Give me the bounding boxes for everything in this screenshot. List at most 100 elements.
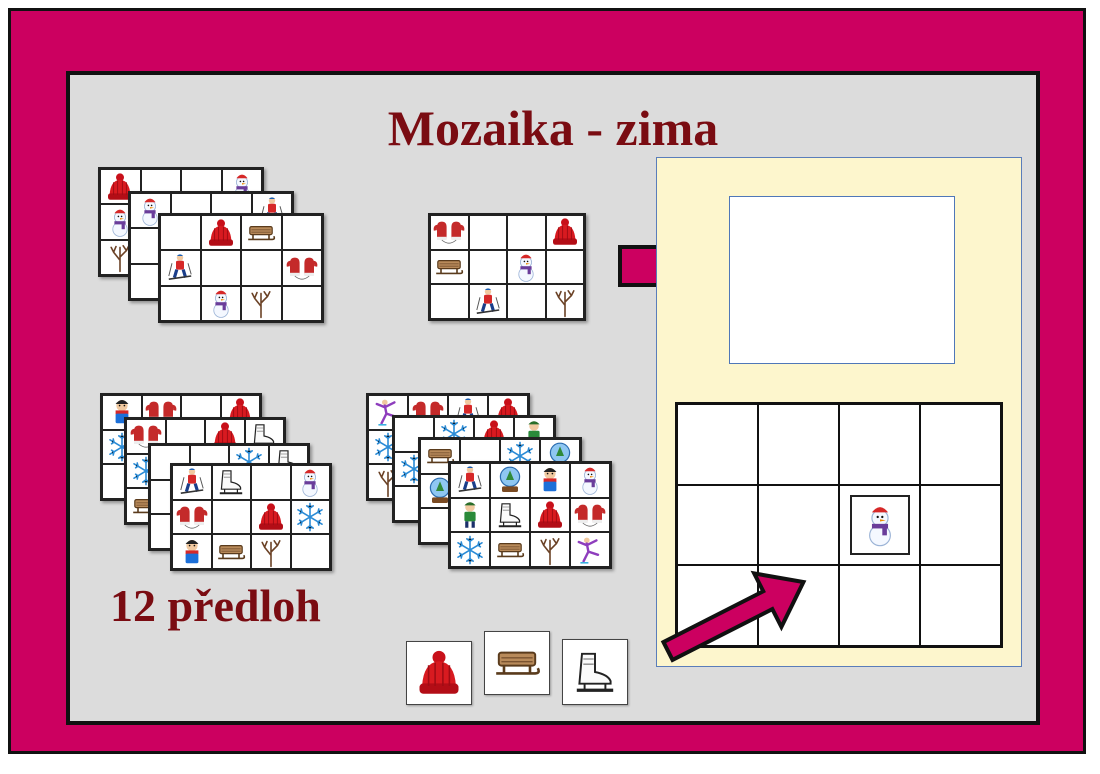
bare-tree-icon xyxy=(110,245,130,273)
cell-ice-skate xyxy=(490,497,530,533)
board-cell[interactable] xyxy=(920,484,1001,566)
board-cell[interactable] xyxy=(677,484,758,566)
sample-template-card xyxy=(428,213,586,321)
winter-hat-icon xyxy=(108,173,133,200)
snowman-icon xyxy=(213,289,229,319)
board-cell[interactable] xyxy=(839,565,920,646)
cell-empty xyxy=(290,534,330,569)
skier-icon xyxy=(180,468,204,495)
child-with-scarf-icon xyxy=(185,539,199,563)
winter-hat-icon xyxy=(208,219,233,246)
cell-winter-hat xyxy=(530,497,570,533)
cell-empty xyxy=(394,417,434,452)
cell-snowflake xyxy=(450,532,490,567)
cell-empty xyxy=(281,285,322,321)
ice-skate-icon xyxy=(498,503,522,528)
snowflake-icon xyxy=(457,535,483,565)
cell-snowman xyxy=(290,465,330,500)
placed-tile-snowman[interactable] xyxy=(849,494,910,555)
cell-winter-hat xyxy=(100,169,141,205)
cell-skier xyxy=(450,463,490,498)
snowman-icon xyxy=(582,466,598,496)
skier-icon xyxy=(168,254,192,280)
cell-empty xyxy=(468,249,507,285)
child-with-scarf-icon xyxy=(543,468,557,492)
cell-figure-skater xyxy=(570,532,610,567)
snow-globe-icon xyxy=(499,466,521,493)
cell-winter-hat xyxy=(545,215,584,250)
snowman-icon xyxy=(518,253,534,282)
cell-sled xyxy=(490,532,530,567)
cell-mittens xyxy=(281,250,322,286)
cell-mittens xyxy=(172,499,212,535)
mittens-icon xyxy=(574,504,606,527)
cell-empty xyxy=(241,250,282,286)
bare-tree-icon xyxy=(261,539,281,567)
winter-hat-icon xyxy=(552,218,577,246)
cell-snowman xyxy=(570,463,610,498)
board-cell[interactable] xyxy=(758,404,839,485)
cell-empty xyxy=(430,284,469,319)
board-cell[interactable] xyxy=(677,404,758,485)
tile-ice-skate[interactable] xyxy=(562,639,628,705)
cell-bare-tree xyxy=(545,284,584,319)
cell-snow-globe xyxy=(490,463,530,498)
bare-tree-icon xyxy=(555,289,575,317)
cell-boy-winter xyxy=(450,497,490,533)
mittens-icon xyxy=(130,425,162,448)
snowman-icon xyxy=(868,505,891,547)
sled-icon xyxy=(248,225,276,240)
board-cell[interactable] xyxy=(920,404,1001,485)
sled-icon xyxy=(497,542,525,557)
cell-empty xyxy=(507,215,546,250)
cell-sled xyxy=(241,215,282,251)
cell-empty xyxy=(251,465,291,500)
template-drop-area[interactable] xyxy=(729,196,955,364)
winter-hat-icon xyxy=(538,501,562,528)
ice-skate-icon xyxy=(576,652,614,692)
tile-winter-hat[interactable] xyxy=(406,641,472,705)
cell-mittens xyxy=(570,497,610,533)
mittens-icon xyxy=(176,506,208,529)
child-with-scarf-icon xyxy=(115,400,129,424)
cell-snowflake xyxy=(290,499,330,535)
winter-hat-icon xyxy=(258,503,283,530)
snowman-icon xyxy=(302,468,318,498)
board-cell[interactable] xyxy=(920,565,1001,646)
snowflake-icon xyxy=(297,502,324,532)
skier-icon xyxy=(476,288,500,314)
sled-icon xyxy=(218,544,246,559)
board-cell[interactable] xyxy=(839,484,920,566)
template-card xyxy=(170,463,332,571)
board-cell[interactable] xyxy=(839,404,920,485)
content-area: Mozaika - zima 12 předloh xyxy=(66,71,1040,725)
cell-winter-hat xyxy=(251,499,291,535)
cell-child-with-scarf xyxy=(530,463,570,498)
template-card xyxy=(158,213,324,323)
boy-winter-icon xyxy=(464,502,476,528)
bare-tree-icon xyxy=(251,291,271,319)
cell-empty xyxy=(468,215,507,250)
tile-sled[interactable] xyxy=(484,631,550,695)
cell-skier xyxy=(160,250,201,286)
page-frame: Mozaika - zima 12 předloh xyxy=(8,8,1086,754)
skier-icon xyxy=(458,466,482,493)
cell-bare-tree xyxy=(241,285,282,321)
cell-snowman xyxy=(507,249,546,285)
templates-count-label: 12 předloh xyxy=(110,580,321,631)
cell-mittens xyxy=(126,419,166,454)
cell-empty xyxy=(160,285,201,321)
figure-skater-icon xyxy=(577,537,600,564)
board-cell[interactable] xyxy=(758,484,839,566)
cell-skier xyxy=(172,465,212,500)
mittens-icon xyxy=(433,221,465,244)
winter-hat-icon xyxy=(419,650,459,694)
cell-sled xyxy=(430,249,469,285)
cell-empty xyxy=(150,445,190,480)
cell-ice-skate xyxy=(211,465,251,500)
cell-empty xyxy=(200,250,241,286)
cell-child-with-scarf xyxy=(102,395,142,430)
sled-icon xyxy=(496,651,540,675)
figure-skater-icon xyxy=(375,399,398,426)
cell-skier xyxy=(468,284,507,319)
